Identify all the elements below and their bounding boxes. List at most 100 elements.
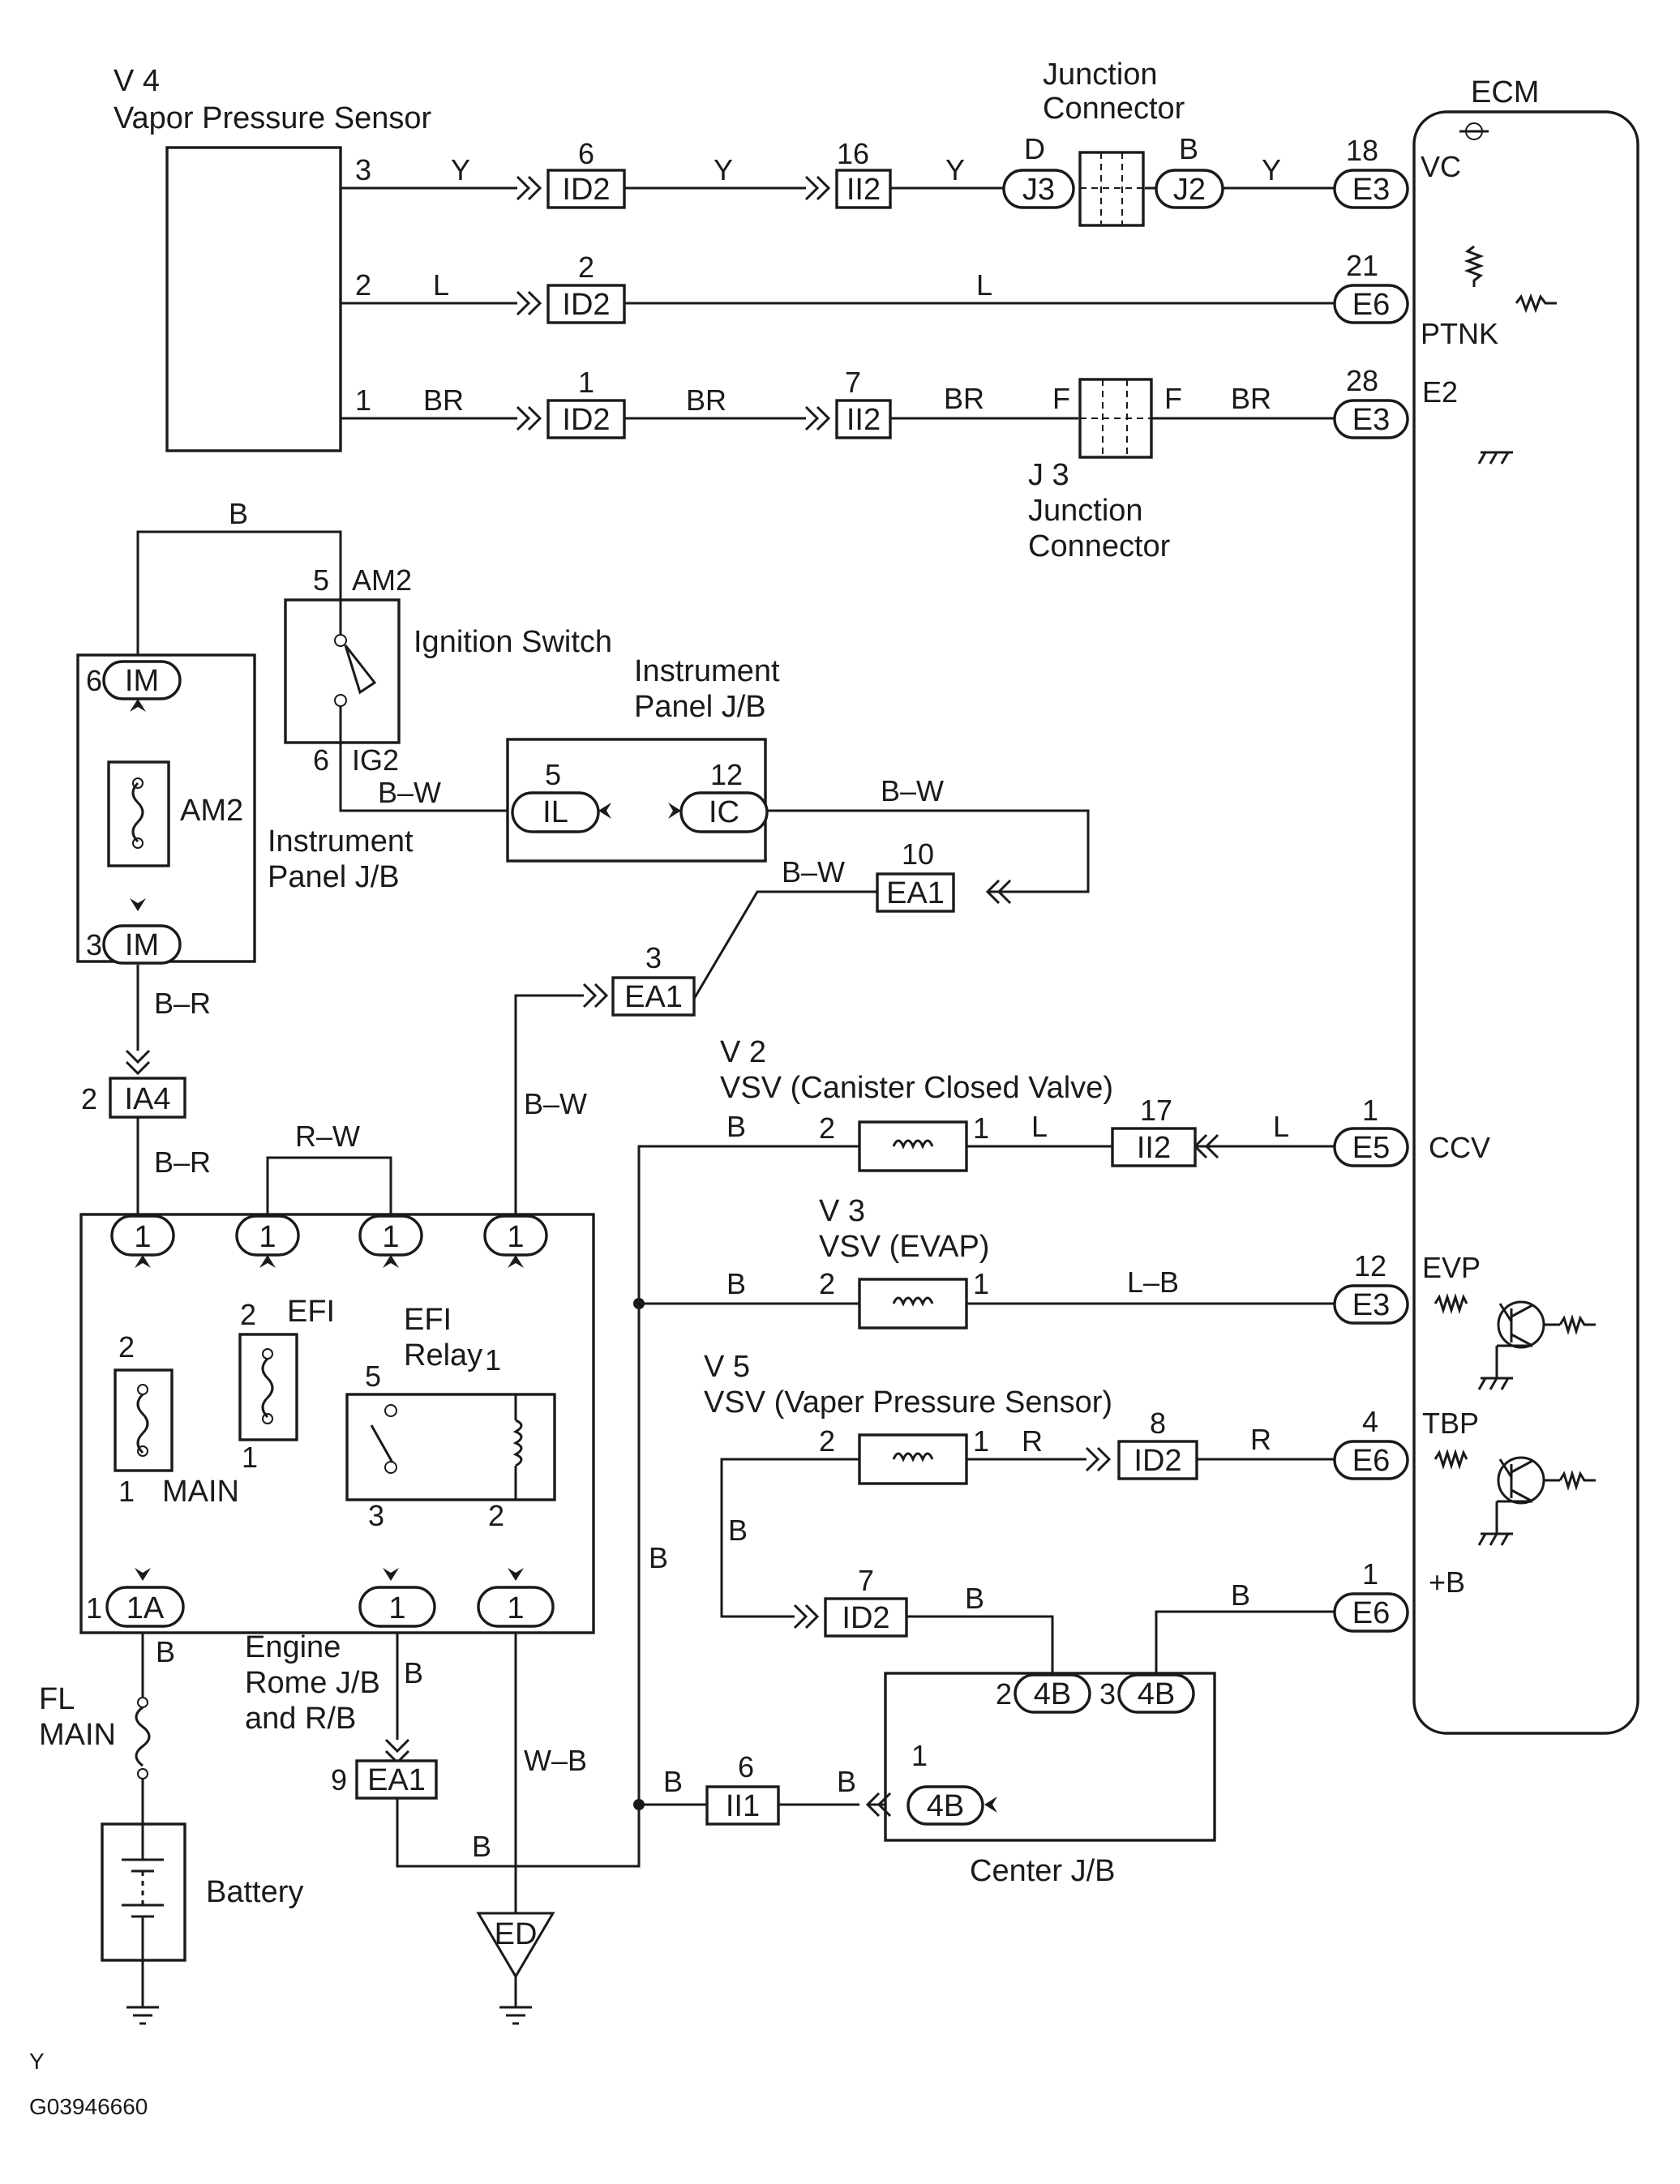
connector-id: 1 [507,1591,524,1625]
connector-id: ID2 [1134,1444,1181,1478]
junction-connector-label: Connector [1043,92,1185,126]
v4-name: Vapor Pressure Sensor [114,101,431,135]
v3-code: V 3 [819,1194,865,1228]
connector-pin: 12 [1354,1249,1386,1283]
connector-id: IL [542,795,568,829]
footer: Y G03946660 [29,2049,148,2119]
connector-pin: 2 [996,1677,1012,1711]
connector-id: IC [709,795,739,829]
ignition-switch-label: Ignition Switch [414,625,612,659]
connector-id: 1A [126,1591,165,1625]
wire-label: B [837,1765,856,1798]
connector-id: II2 [846,173,881,207]
ground-ed [476,1912,555,2007]
pin-label: 2 [819,1111,835,1145]
footer-figure-id: G03946660 [29,2094,148,2119]
pin-label: 1 [355,383,371,417]
ecm-signal: TBP [1422,1407,1479,1440]
wire-label: W–B [524,1744,587,1777]
connector-pin: 9 [331,1763,347,1796]
main-fuse [114,1368,174,1472]
pin-arrow-icon [383,1255,399,1268]
resistor-icon [1434,1448,1468,1471]
wire-label: Y [451,153,470,186]
connector-pin: 3 [645,941,662,974]
connector-id: 1 [507,1220,524,1254]
ecm-signal: PTNK [1421,317,1498,350]
pin-arrow-icon [135,1255,151,1268]
connector-arrow-icon [516,290,542,316]
pin-label: 2 [488,1499,504,1532]
wire-label: B [472,1830,491,1863]
pin-label: 6 [313,743,329,777]
connector-arrow-icon [516,175,542,201]
connector-id: 1 [134,1220,151,1254]
efi-fuse [238,1333,298,1441]
pin-label: F [1164,382,1182,415]
connector-arrow-icon [1085,1446,1112,1472]
wire-label: B [156,1635,175,1668]
connector-pin: 1 [86,1591,102,1625]
connector-pin: 1 [911,1739,928,1772]
connector-id: E6 [1352,1596,1390,1630]
wire-label: Y [945,153,965,186]
resistor-icon [1434,1292,1468,1315]
wire-label: B–R [154,987,211,1020]
connector-arrow-icon [384,1738,410,1765]
connector-id: 4B [1034,1677,1071,1711]
wire-label: B–R [154,1146,211,1179]
ecm-signal-labels: VC PTNK E2 CCV EVP TBP +B [1421,150,1498,1599]
instrument-panel-jb-label: Instrument [634,654,780,688]
engine-room-jb-label: Rome J/B [245,1666,380,1700]
wire-label: Y [714,153,733,186]
wire-label: BR [944,382,984,415]
resistor-icon [1464,245,1485,287]
connector-pin: 28 [1346,364,1378,397]
connector-pin: 1 [1362,1094,1378,1127]
wire-label: BR [423,383,464,417]
connector-id: E3 [1352,403,1390,437]
j3-code: J 3 [1028,458,1069,492]
v5-name: VSV (Vaper Pressure Sensor) [704,1385,1112,1420]
junction-connector-j3 [1078,378,1153,459]
connector-id: ID2 [562,173,610,207]
pin-label: 1 [973,1424,989,1458]
connector-id: 4B [1138,1677,1175,1711]
ground-ed-label: ED [495,1917,538,1951]
am2-fuse-label: AM2 [180,794,243,828]
pin-label: IG2 [352,743,399,777]
connector-id: IM [125,664,159,698]
connector-pin: 10 [902,837,934,871]
connector-arrow-icon [582,983,609,1008]
pin-label: 1 [973,1111,989,1145]
component-labels: V 4 Vapor Pressure Sensor Junction Conne… [39,58,1539,1951]
pin-label: 2 [118,1330,135,1364]
transistor-icon [1495,1300,1596,1362]
connector-id: ID2 [562,403,610,437]
pin-arrow-icon [508,1255,524,1268]
wire-label: L–B [1127,1265,1179,1299]
pin-label: 3 [368,1499,384,1532]
connector-id: 1 [259,1220,276,1254]
connector-pin: 7 [845,366,861,399]
wire-label: L [1273,1110,1289,1143]
connector-id: IM [125,928,159,962]
connector-arrow-icon [804,405,831,431]
connector-arrow-icon [865,1792,892,1818]
instrument-panel-jb-label: Instrument [268,824,414,859]
connector-pin: 1 [1362,1557,1378,1591]
connector-pin: 8 [1150,1407,1166,1440]
connector-id: J2 [1173,173,1206,207]
wire-label: B [404,1656,423,1689]
connector-id: 1 [388,1591,405,1625]
ground-icon [126,2006,159,2025]
connector-arrow-icon [804,175,831,201]
engine-room-jb-label: Engine [245,1630,341,1664]
v5-coil [858,1433,968,1485]
v3-name: VSV (EVAP) [819,1230,989,1264]
am2-fuse [107,760,170,867]
connector-pin-numbers: 6 16 D B 18 2 21 1 7 28 6 3 5 12 10 3 2 … [81,132,1386,1796]
component-pin-labels: 3 2 1 F F 5 AM2 6 IG2 2 1 2 1 5 1 3 2 2 … [118,153,1182,1532]
ecm-signal: CCV [1429,1131,1490,1164]
pin-arrow-icon [259,1255,276,1268]
